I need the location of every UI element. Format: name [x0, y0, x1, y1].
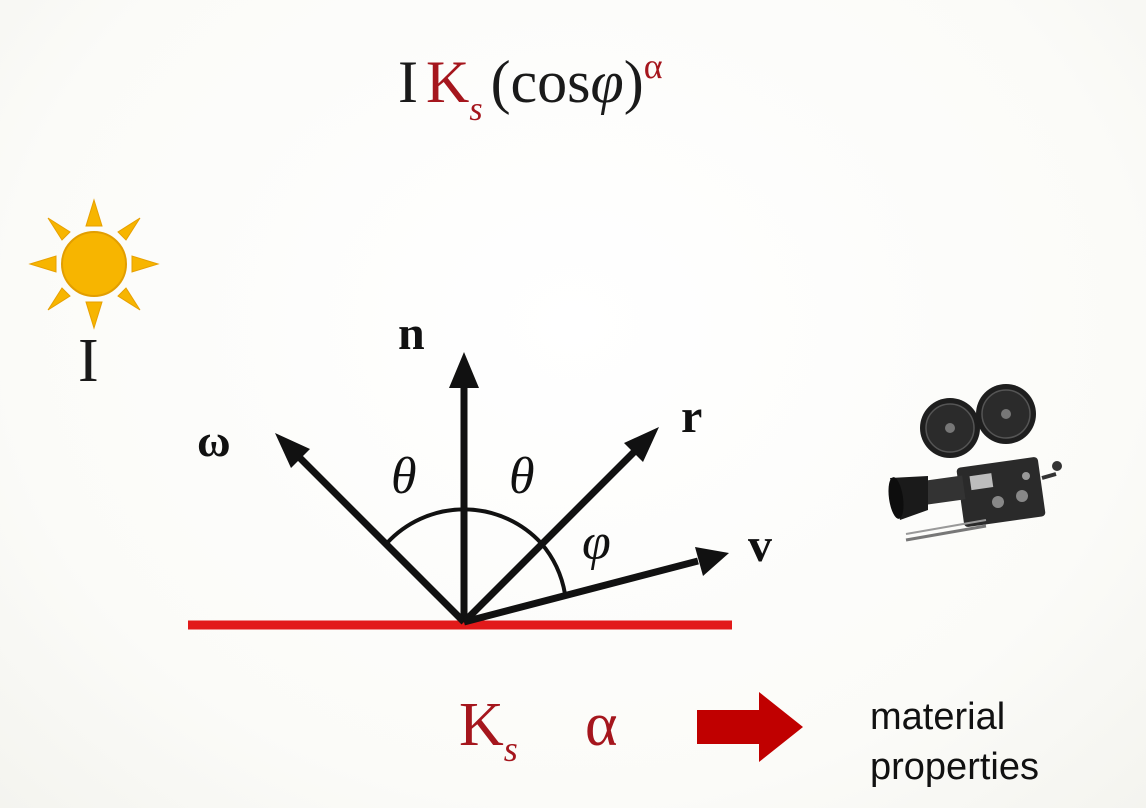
theta-right-label: θ — [509, 448, 535, 505]
material-properties-text: material properties — [870, 692, 1039, 792]
theta-left-label: θ — [391, 448, 417, 505]
bottom-ks-subscript: s — [503, 729, 518, 769]
formula-intensity: I — [398, 49, 418, 115]
formula-cos-close: ) — [623, 49, 644, 115]
formula-ks-subscript: s — [469, 91, 483, 128]
formula-phi: φ — [590, 49, 624, 115]
bottom-ks: Ks — [459, 691, 518, 767]
right-arrow-icon — [697, 692, 803, 762]
sun-icon — [28, 198, 160, 330]
bottom-alpha: α — [585, 691, 618, 759]
bottom-ks-letter: K — [459, 691, 504, 759]
properties-line: properties — [870, 746, 1039, 788]
reflected-vector — [461, 427, 659, 625]
light-intensity-label: I — [78, 327, 99, 395]
incoming-vector — [275, 433, 467, 625]
view-label: v — [748, 519, 772, 572]
formula-alpha-exponent: α — [643, 46, 663, 86]
reflect-label: r — [681, 390, 703, 443]
normal-label: n — [398, 307, 425, 360]
formula-ks: K — [425, 49, 470, 115]
normal-vector — [449, 352, 479, 622]
view-vector — [463, 547, 729, 626]
movie-camera-icon — [888, 384, 1062, 542]
formula-cos-open: (cos — [490, 49, 591, 115]
material-line: material — [870, 696, 1006, 738]
incoming-label: ω — [197, 415, 231, 466]
phi-arc — [539, 541, 567, 595]
phi-label: φ — [582, 514, 611, 571]
